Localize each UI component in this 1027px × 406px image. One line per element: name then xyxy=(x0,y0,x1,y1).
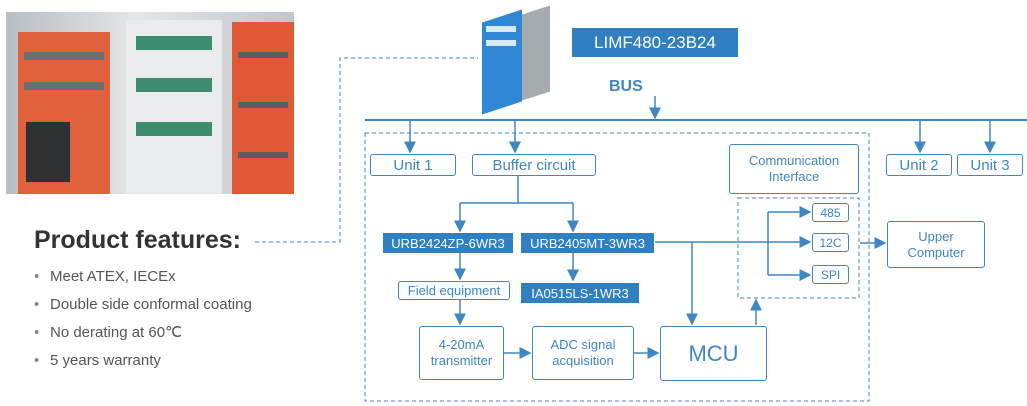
list-item: •5 years warranty xyxy=(34,352,161,369)
adc-acquisition-box: ADC signal acquisition xyxy=(532,326,634,380)
ia0515-module: IA0515LS-1WR3 xyxy=(521,283,639,303)
bus-label: BUS xyxy=(609,78,643,95)
cabinet-photo xyxy=(6,12,294,194)
list-item: •No derating at 60℃ xyxy=(34,324,182,341)
field-equipment-box: Field equipment xyxy=(398,281,510,300)
mcu-box: MCU xyxy=(660,326,767,381)
model-badge: LIMF480-23B24 xyxy=(572,28,738,57)
port-485-box: 485 xyxy=(812,203,849,222)
buffer-circuit-box: Buffer circuit xyxy=(472,154,596,176)
list-item: •Meet ATEX, IECEx xyxy=(34,268,176,285)
urb2405-module: URB2405MT-3WR3 xyxy=(521,233,654,253)
communication-interface-box: Communication Interface xyxy=(729,144,859,194)
product-features-list: •Meet ATEX, IECEx •Double side conformal… xyxy=(34,268,252,380)
urb2424-module: URB2424ZP-6WR3 xyxy=(383,233,513,253)
product-features-title: Product features: xyxy=(34,226,241,254)
port-spi-box: SPI xyxy=(812,265,849,284)
transmitter-box: 4-20mA transmitter xyxy=(419,326,504,380)
system-frame xyxy=(364,132,870,402)
list-item: •Double side conformal coating xyxy=(34,296,252,313)
photo-leader-line xyxy=(255,57,478,243)
port-i2c-box: 12C xyxy=(812,233,849,252)
power-supply-image xyxy=(478,5,552,115)
unit-2-box: Unit 2 xyxy=(886,154,952,176)
unit-3-box: Unit 3 xyxy=(957,154,1023,176)
comm-frame xyxy=(737,197,860,299)
unit-1-box: Unit 1 xyxy=(370,154,456,176)
upper-computer-box: Upper Computer xyxy=(887,221,985,268)
